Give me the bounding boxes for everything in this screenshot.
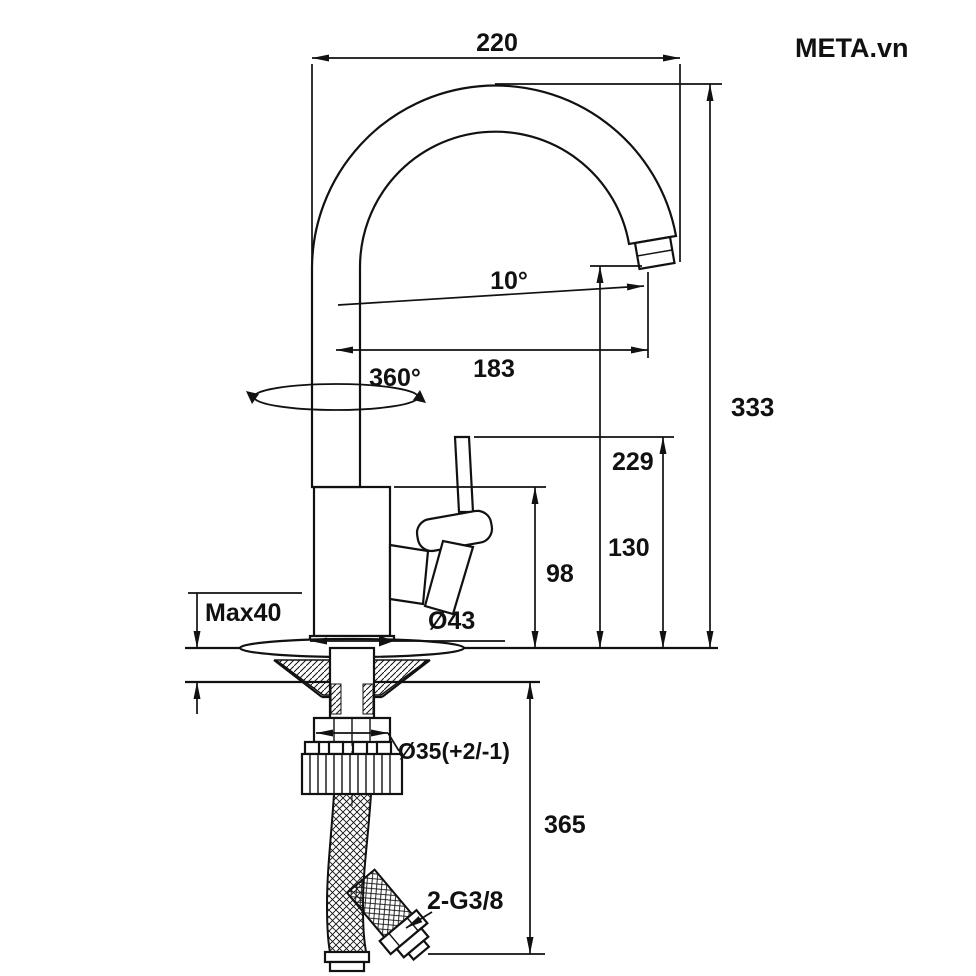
dim-333-group: 333 [495, 83, 774, 648]
handle-rod [453, 435, 475, 514]
dim-d35-group: Ø35(+2/-1) [316, 729, 510, 764]
dim-max40-group: Max40 [188, 592, 302, 714]
dim-label-max-deck-thickness: Max40 [205, 599, 281, 627]
dim-label-swivel: 360° [369, 364, 421, 392]
dim-d43-group: Ø43 [310, 607, 505, 647]
shank-thread-right [362, 683, 374, 715]
mounting-nut [300, 752, 404, 796]
dim-label-top-width: 220 [476, 29, 518, 57]
dim-label-body-height: 98 [546, 560, 574, 588]
dim-label-under-counter-length: 365 [544, 811, 586, 839]
handle-paddle [423, 539, 475, 616]
dim-label-handle-height: 130 [608, 534, 650, 562]
dim-220-group: 220 [311, 29, 681, 262]
dim-label-total-height: 333 [731, 392, 774, 422]
dim-label-spout-angle: 10° [490, 267, 528, 295]
seal-cone-edge-right [381, 659, 431, 698]
aerator-step-line [636, 249, 673, 257]
supply-hose-angled [345, 868, 431, 962]
dim-label-spout-height: 229 [612, 448, 654, 476]
d43-inner-arrow [379, 635, 394, 647]
dim-label-connection-thread: 2-G3/8 [427, 887, 504, 915]
seal-cone-right [373, 659, 431, 696]
nut-ribs [309, 754, 391, 794]
swivel-arrow-right [413, 390, 426, 403]
dim-label-base-diameter: Ø43 [428, 607, 475, 635]
g38-leader [405, 911, 433, 929]
dim-label-hole-diameter: Ø35(+2/-1) [398, 738, 510, 764]
seal-cone-edge-left [273, 659, 323, 698]
swivel-indicator-group: 360° [246, 364, 426, 411]
dim-183-group: 183 [336, 272, 649, 383]
shank-thread-left [330, 683, 342, 715]
dim-label-spout-reach: 183 [473, 355, 515, 383]
counter-section [185, 637, 718, 973]
nut-tooth [375, 740, 393, 756]
d35-leader [387, 732, 400, 752]
dim-98-group: 98 [394, 486, 574, 648]
swivel-arrow-left [246, 391, 259, 404]
gooseneck-spout [310, 84, 678, 489]
hose-end-tip [328, 960, 366, 973]
dim-229-group: 229 [590, 265, 654, 648]
hose-end-collar [323, 950, 371, 964]
nut-tooth [303, 740, 321, 756]
seal-cone-left [273, 659, 331, 696]
g38-tip [406, 939, 431, 962]
dim-365-group: 365 [428, 682, 586, 955]
dim-130-group: 130 [474, 436, 674, 648]
angle-leader-line [337, 283, 645, 306]
supply-hose-vertical [325, 793, 373, 953]
nut-tooth [351, 740, 369, 756]
faucet-body [312, 485, 392, 638]
watermark-logo: META.vn [795, 33, 909, 63]
valve-housing [388, 543, 430, 606]
nut-tooth [327, 740, 345, 756]
callout-g38-group: 2-G3/8 [405, 887, 504, 929]
dim-10deg-group: 10° [337, 267, 645, 306]
